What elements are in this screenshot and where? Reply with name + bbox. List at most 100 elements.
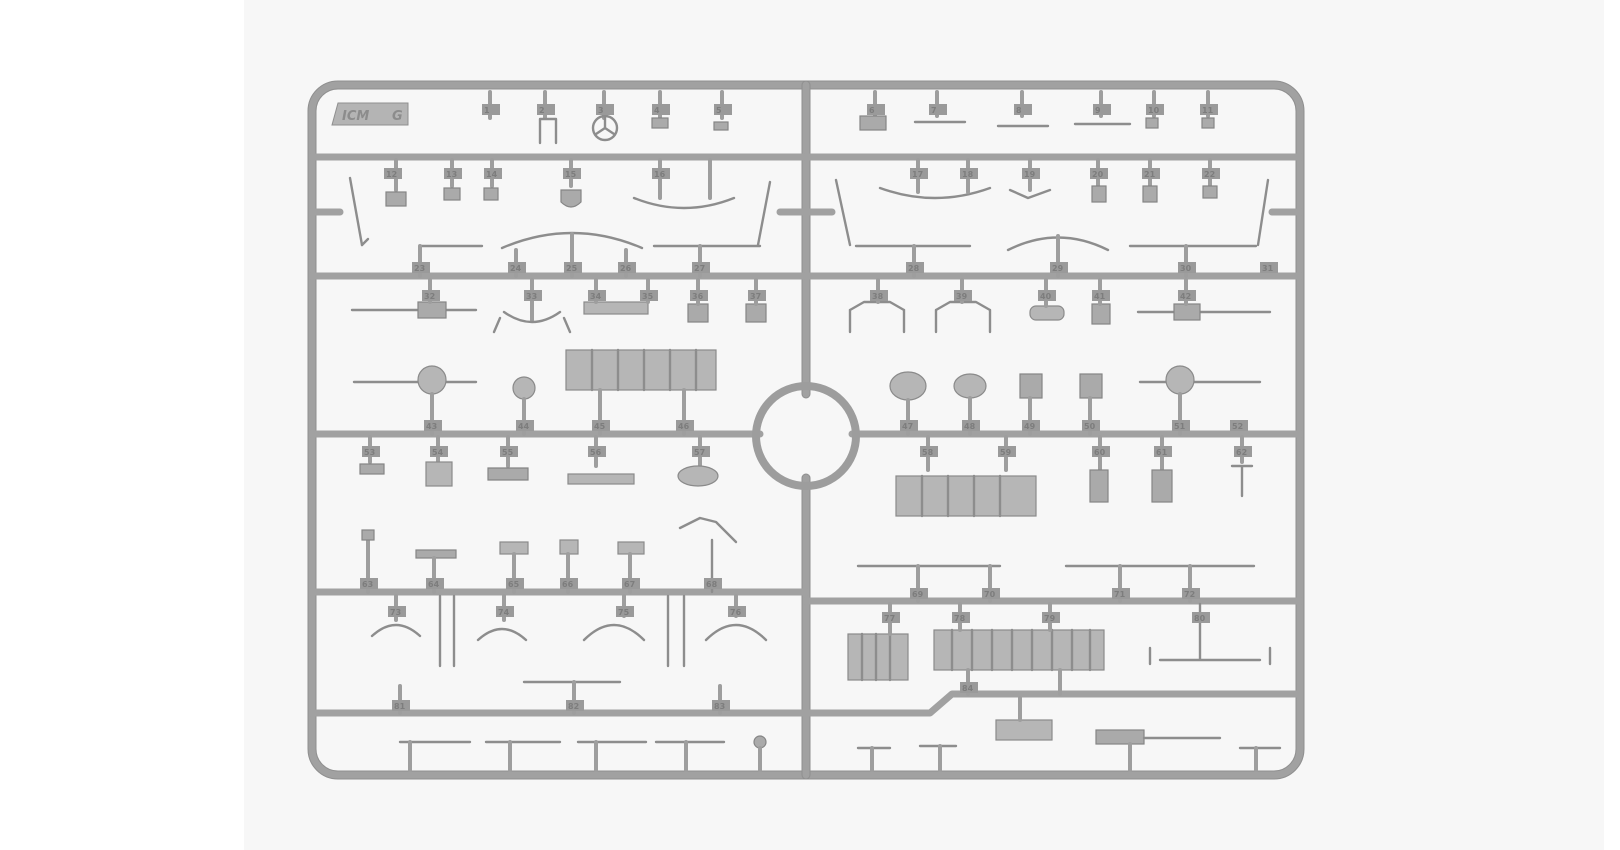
part-number-tab [882,612,900,623]
brand-logo: ICM [342,109,369,124]
part-number-label: 78 [954,614,966,623]
part-number-tab [714,104,732,115]
part-number-tab [692,446,710,457]
ladder-part [933,629,1105,671]
part-number-tab [952,612,970,623]
part-number-tab [1260,262,1278,273]
part-number-tab [1022,420,1040,431]
part-number-tab [712,700,730,711]
photo-backdrop [244,0,1604,850]
part-number-label: 37 [750,292,761,301]
brand-logo-plate [331,102,409,126]
part-number-tab [640,290,658,301]
part-number-label: 2 [539,106,545,115]
part-number-label: 8 [1016,106,1022,115]
part-number-tab [1082,420,1100,431]
part-number-tab [588,446,606,457]
part-number-tab [900,420,918,431]
part-number-tab [1178,262,1196,273]
part-number-label: 82 [568,702,579,711]
part-number-tab [692,262,710,273]
part-number-label: 72 [1184,590,1195,599]
part-number-label: 80 [1194,614,1206,623]
part-number-label: 4 [654,106,660,115]
part-number-tab [412,262,430,273]
part-number-label: 42 [1180,292,1191,301]
part-number-tab [870,290,888,301]
part-number-label: 6 [869,106,875,115]
row-6-parts [398,696,1282,772]
part-number-tab [748,290,766,301]
part-number-tab [960,682,978,693]
part-number-tab [954,290,972,301]
part-number-tab [496,606,514,617]
part-number-tab [360,578,378,589]
part-number-tab [618,262,636,273]
part-number-label: 21 [1144,170,1156,179]
part-number-label: 79 [1044,614,1056,623]
part-number-label: 66 [562,580,574,589]
part-number-label: 25 [566,264,578,273]
part-number-label: 10 [1148,106,1160,115]
part-number-tab [910,168,928,179]
part-number-label: 75 [618,608,630,617]
part-number-label: 43 [426,422,437,431]
part-number-tab [1050,262,1068,273]
part-number-tab [537,104,555,115]
part-number-label: 14 [486,170,498,179]
part-number-label: 76 [730,608,742,617]
part-number-label: 7 [931,106,937,115]
part-number-tab [1182,588,1200,599]
part-number-tab [1092,290,1110,301]
part-number-tab [1230,420,1248,431]
crate-part [847,633,909,681]
part-number-tab [516,420,534,431]
part-number-tab [484,168,502,179]
part-number-label: 32 [424,292,435,301]
part-number-tab [1093,104,1111,115]
part-number-label: 46 [678,422,690,431]
part-number-tab [1092,446,1110,457]
part-number-label: 45 [594,422,606,431]
part-number-label: 74 [498,608,510,617]
part-number-tab [596,104,614,115]
part-number-label: 13 [446,170,457,179]
part-number-tab [1154,446,1172,457]
part-number-tab [388,606,406,617]
part-number-tab [1142,168,1160,179]
part-number-tab [592,420,610,431]
part-number-label: 29 [1052,264,1064,273]
part-number-tab [652,104,670,115]
part-number-label: 22 [1204,170,1215,179]
part-number-label: 65 [508,580,520,589]
part-number-label: 39 [956,292,968,301]
part-number-label: 16 [654,170,666,179]
part-number-label: 36 [692,292,704,301]
part-number-tab [566,700,584,711]
part-number-label: 77 [884,614,895,623]
part-number-tab [960,168,978,179]
part-number-tab [426,578,444,589]
part-number-label: 20 [1092,170,1104,179]
part-number-label: 12 [386,170,397,179]
part-number-label: 68 [706,580,718,589]
part-number-tab [424,420,442,431]
part-number-label: 53 [364,448,375,457]
part-number-label: 31 [1262,264,1274,273]
part-number-tab [1234,446,1252,457]
part-number-label: 57 [694,448,705,457]
part-number-label: 62 [1236,448,1247,457]
part-number-label: 33 [526,292,537,301]
part-number-tab [1200,104,1218,115]
part-number-tab [362,446,380,457]
sprue-center-ring [752,382,860,490]
part-number-label: 64 [428,580,440,589]
part-number-label: 17 [912,170,923,179]
part-number-tab [422,290,440,301]
part-number-tab [506,578,524,589]
part-number-tab [704,578,722,589]
part-number-label: 44 [518,422,530,431]
